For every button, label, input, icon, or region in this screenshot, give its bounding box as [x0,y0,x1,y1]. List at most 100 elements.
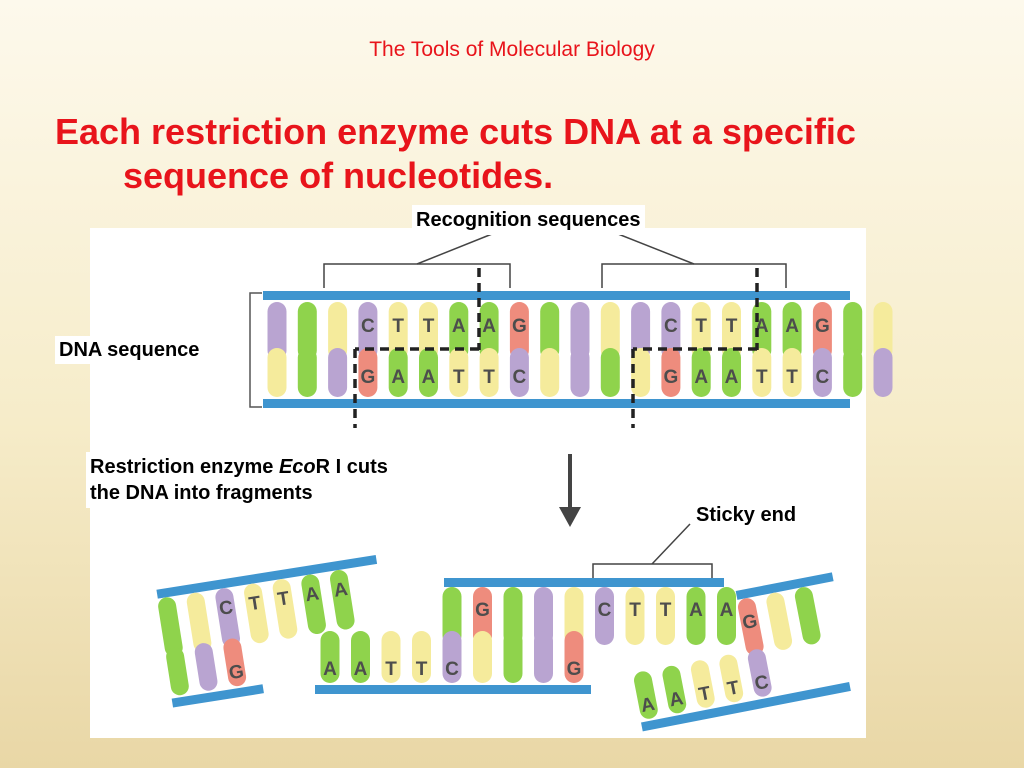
base-top-10 [570,302,590,360]
frag-right-bottom-base-2 [690,660,715,708]
base-bottom-11 [600,348,620,397]
letter-bottom-8: C [513,367,527,388]
dna-sequence-label: DNA sequence [55,336,204,364]
frag-right-bottom-base-3 [719,654,744,703]
letter-bottom-17: T [786,367,798,388]
frag-mid-top-base-4 [564,587,584,645]
base-top-3 [358,302,378,360]
frag-left-bottom-base-2 [223,638,247,687]
frag-left-top-base-5 [301,574,326,635]
base-top-19 [843,302,863,360]
restriction-enzyme-line-1: Restriction enzyme EcoR I cuts [90,456,388,478]
frag-right-bottom-letter-4: C [753,672,771,695]
frag-left-top-letter-4: T [276,588,291,611]
base-bottom-16 [752,348,772,397]
frag-mid-top-letter-9: A [720,600,734,621]
base-top-13 [661,302,681,360]
base-bottom-6 [449,348,469,397]
frag-left-top-base-3 [244,583,269,644]
letter-top-3: C [361,316,375,337]
frag-mid-bottom-letter-1: A [354,659,368,680]
frag-mid-bottom-base-0 [320,631,340,683]
base-top-11 [600,302,620,360]
base-bottom-19 [843,348,863,397]
frag-mid-bottom-base-8 [564,631,584,683]
frag-left-bottom-base-1 [194,643,218,691]
frag-right-backbone-bottom [641,682,851,732]
frag-mid-top-base-6 [625,587,645,645]
dna-backbone-bottom [263,399,850,408]
base-top-17 [782,302,802,360]
frag-mid-backbone-bottom [315,685,591,694]
frag-mid-bottom-letter-3: T [416,659,428,680]
base-top-1 [297,302,317,360]
base-top-9 [540,302,560,360]
frag-mid-bottom-base-4 [442,631,462,683]
base-bottom-18 [812,348,832,397]
frag-mid-top-base-0 [442,587,462,645]
frag-right-bottom-base-1 [662,665,687,714]
base-top-7 [479,302,499,360]
frag-mid-bottom-base-2 [381,631,401,683]
base-bottom-5 [419,348,438,397]
base-bottom-4 [388,348,408,397]
base-bottom-8 [509,348,529,397]
frag-mid-bottom-letter-2: T [385,659,397,680]
restriction-enzyme-label: Restriction enzyme EcoR I cuts the DNA i… [86,452,392,508]
sticky-end-label: Sticky end [692,500,801,530]
base-top-0 [267,302,287,360]
base-bottom-15 [722,348,741,397]
frag-right-bottom-letter-0: A [639,694,657,717]
frag-right-bottom-base-4 [747,649,772,697]
slide-title: The Tools of Molecular Biology [369,38,655,61]
letter-bottom-3: G [361,367,376,388]
letter-top-17: A [785,316,799,337]
letter-bottom-16: T [756,367,768,388]
letter-top-8: G [512,316,527,337]
frag-mid-top-base-1 [473,587,492,645]
recognition-sequences-label: Recognition sequences [412,205,645,235]
base-bottom-7 [479,348,499,397]
headline-line-2: sequence of nucleotides. [123,155,554,196]
base-top-2 [328,302,348,360]
frag-left-backbone-top [156,554,378,599]
frag-left-bottom-base-0 [166,647,189,696]
frag-mid-bottom-letter-8: G [567,659,582,680]
letter-bottom-7: T [483,367,495,388]
frag-left-top-base-4 [272,579,298,639]
letter-top-4: T [392,316,404,337]
letter-bottom-4: A [391,367,405,388]
frag-mid-backbone-top [444,578,724,587]
base-bottom-3 [358,348,378,397]
frag-right-top-base-1 [766,592,793,650]
frag-left-top-letter-5: A [304,583,321,606]
letter-top-18: G [815,316,830,337]
base-bottom-20 [873,348,893,397]
base-bottom-14 [691,348,711,397]
base-bottom-9 [540,348,560,397]
frag-mid-bottom-base-7 [534,631,553,683]
base-bottom-13 [661,348,681,397]
ecori-cut-line-right [631,268,759,428]
frag-left-top-letter-2: C [218,597,235,620]
base-bottom-1 [297,348,317,397]
base-top-18 [812,302,832,360]
frag-left-top-base-2 [215,588,240,648]
letter-top-6: A [452,316,466,337]
base-bottom-12 [631,348,651,397]
frag-right-backbone-top [735,572,834,600]
recognition-bracket-right [601,229,787,288]
frag-mid-top-letter-1: G [475,600,490,621]
frag-right-top-letter-0: G [741,611,760,634]
frag-right-bottom-letter-3: T [726,677,742,700]
frag-left-top-base-0 [158,597,183,657]
frag-right-top-base-2 [794,587,821,645]
base-bottom-17 [782,348,802,397]
letter-top-7: A [482,316,496,337]
frag-mid-top-letter-8: A [689,600,703,621]
frag-right-bottom-base-0 [634,671,658,719]
base-top-4 [388,302,408,360]
base-bottom-10 [570,348,590,397]
